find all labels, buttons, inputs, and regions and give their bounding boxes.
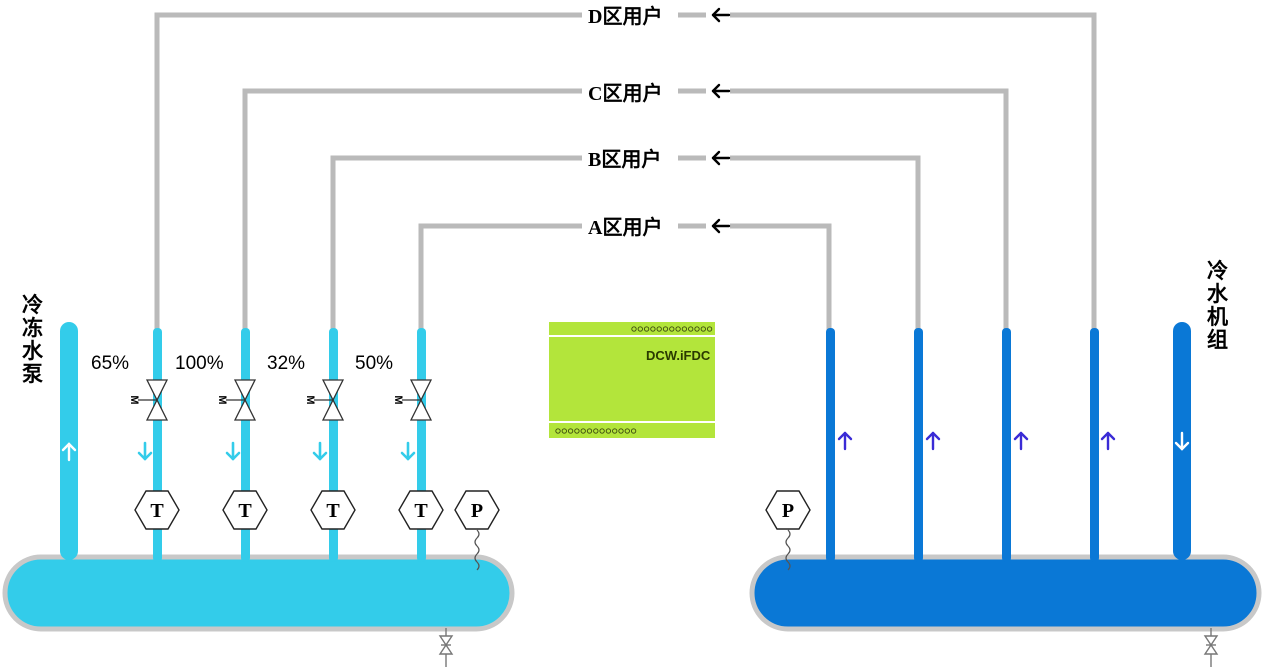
supply-pipe-c (1002, 328, 1011, 562)
temperature-sensor-c: T (222, 490, 268, 530)
valve-opening-c: 100% (175, 353, 224, 374)
zone-label-a: A区用户 (588, 215, 662, 239)
svg-text:P: P (471, 500, 483, 522)
motor-label: M (216, 395, 228, 404)
supply-pipe-d (1090, 328, 1099, 562)
arrow-down-icon (400, 441, 416, 461)
motor-label: M (128, 395, 140, 404)
arrow-up-icon (837, 431, 853, 451)
arrow-left-icon (711, 150, 731, 166)
motor-label: M (304, 395, 316, 404)
svg-text:T: T (150, 500, 164, 522)
svg-text:P: P (782, 500, 794, 522)
svg-text:T: T (238, 500, 252, 522)
supply-header-tank (749, 554, 1262, 632)
motorized-valve-b: M (304, 379, 345, 421)
valve-opening-d: 65% (91, 353, 129, 374)
arrow-down-icon (137, 441, 153, 461)
arrow-down-icon (1174, 431, 1190, 451)
temperature-sensor-b: T (310, 490, 356, 530)
arrow-down-icon (225, 441, 241, 461)
controller-model: DCW.iFDC (646, 348, 711, 363)
temperature-sensor-d: T (134, 490, 180, 530)
pump-label: 冷冻水泵 (22, 293, 44, 386)
arrow-up-icon (1100, 431, 1116, 451)
arrow-left-icon (711, 83, 731, 99)
motorized-valve-a: M (392, 379, 433, 421)
pressure-impulse-line-left (474, 529, 480, 571)
controller-device: DCW.iFDC (549, 322, 715, 438)
return-header-tank (2, 554, 515, 632)
zone-label-d: D区用户 (588, 4, 662, 28)
motorized-valve-c: M (216, 379, 257, 421)
distribution-pipes (154, 12, 1097, 330)
valve-opening-a: 50% (355, 353, 393, 374)
temperature-sensor-a: T (398, 490, 444, 530)
pressure-impulse-line-right (785, 529, 791, 571)
zone-label-c: C区用户 (588, 81, 662, 105)
zone-label-b: B区用户 (588, 147, 661, 171)
drain-valve-right-icon (1203, 628, 1219, 667)
arrow-left-icon (711, 218, 731, 234)
pipe-loop-c (242, 88, 1009, 330)
arrow-left-icon (711, 7, 731, 23)
pressure-sensor-right: P (765, 490, 811, 530)
svg-text:T: T (414, 500, 428, 522)
supply-pipe-b (914, 328, 923, 562)
pipe-loop-d (154, 12, 1097, 330)
pipe-loop-a (418, 223, 832, 330)
arrow-up-icon (61, 442, 77, 462)
arrow-down-icon (312, 441, 328, 461)
chiller-label: 冷水机组 (1207, 259, 1229, 352)
pressure-sensor-left: P (454, 490, 500, 530)
motor-label: M (392, 395, 404, 404)
motorized-valve-d: M (128, 379, 169, 421)
svg-text:T: T (326, 500, 340, 522)
arrow-up-icon (925, 431, 941, 451)
arrow-up-icon (1013, 431, 1029, 451)
drain-valve-left-icon (438, 628, 454, 667)
supply-pipe-a (826, 328, 835, 562)
pump-riser-pipe (60, 322, 78, 560)
valve-opening-b: 32% (267, 353, 305, 374)
